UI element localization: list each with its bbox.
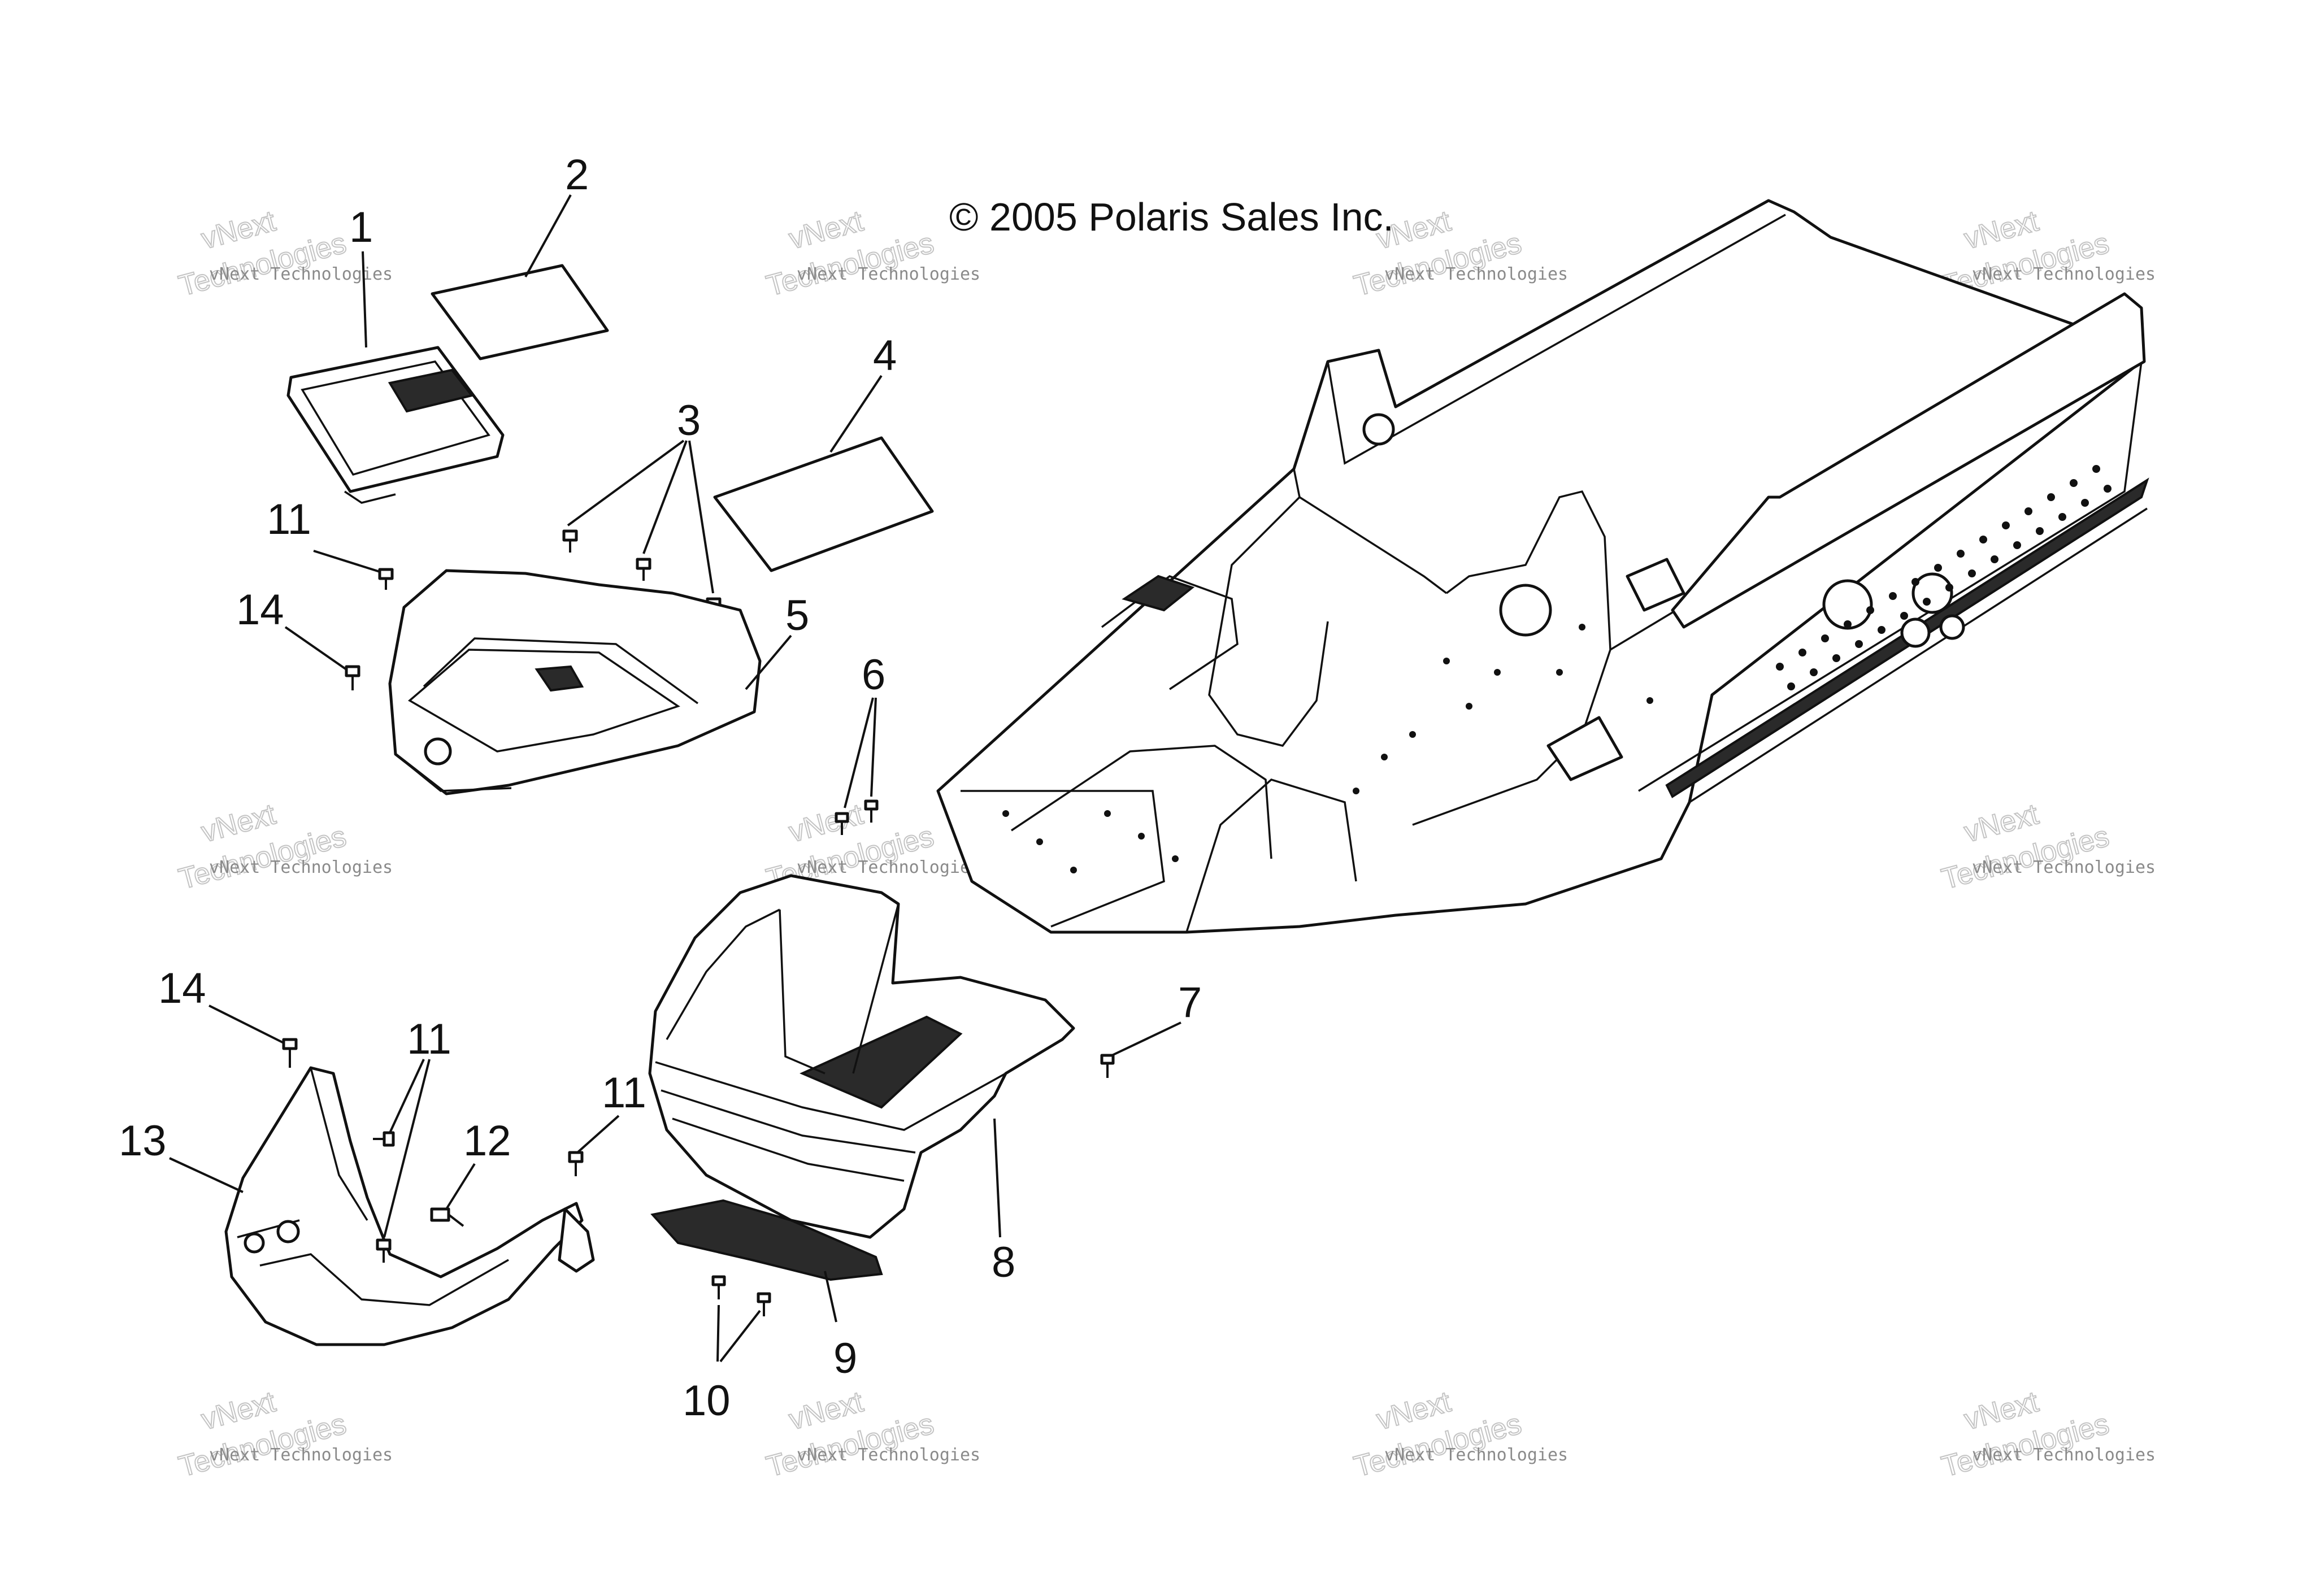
watermark: vNext Technologies (1937, 1385, 2113, 1484)
callout-labels: 1 2 3 4 5 6 7 8 9 10 11 11 11 12 13 14 1… (119, 151, 1202, 1425)
watermark-text: vNext Technologies (1384, 1445, 1568, 1465)
watermark-text: vNext Technologies (209, 264, 393, 284)
watermark: vNext Technologies (175, 797, 350, 897)
part-5-cover (388, 569, 762, 795)
callout-14-lower: 14 (158, 964, 206, 1012)
part-11-fastener-lower-a (373, 1131, 395, 1147)
watermark-text: vNext Technologies (797, 1445, 980, 1465)
callout-5: 5 (785, 592, 809, 640)
part-11-fastener-lower-b (376, 1238, 392, 1263)
callout-8: 8 (992, 1238, 1015, 1286)
part-14-fastener-lower (282, 1038, 298, 1068)
callout-7: 7 (1178, 979, 1202, 1027)
part-8-nose-pan (648, 874, 1075, 1239)
part-2-decal (431, 264, 609, 360)
part-4-decal (713, 436, 934, 572)
callout-11-upper: 11 (267, 495, 311, 543)
callout-4: 4 (873, 332, 897, 380)
watermark-text: vNext Technologies (797, 858, 980, 877)
part-10-fasteners (711, 1275, 771, 1316)
chassis-frame (936, 199, 2149, 934)
part-13-bumper (224, 1066, 595, 1346)
watermark: vNext Technologies (762, 1385, 937, 1484)
callout-13: 13 (119, 1117, 167, 1165)
callout-11-lower-left: 11 (407, 1015, 451, 1063)
watermark-text: vNext Technologies (797, 264, 980, 284)
callout-1: 1 (349, 203, 373, 251)
callout-14-upper: 14 (236, 586, 284, 634)
watermark-text: vNext Technologies (209, 858, 393, 877)
watermark-text: vNext Technologies (1972, 264, 2156, 284)
running-board-holes (1002, 465, 2112, 873)
leader-lines (169, 194, 1181, 1363)
callout-3: 3 (677, 397, 701, 445)
part-7-fastener (1100, 1054, 1115, 1078)
callout-6: 6 (862, 651, 885, 699)
part-6-fasteners (835, 799, 879, 835)
copyright-notice: © 2005 Polaris Sales Inc. (949, 195, 1394, 239)
watermark: vNext Technologies (175, 1385, 350, 1484)
part-12-fastener (430, 1207, 464, 1227)
callout-2: 2 (565, 151, 589, 199)
watermark: vNext Technologies (762, 204, 937, 303)
part-1-panel (286, 346, 505, 504)
callout-11-lower-right: 11 (602, 1069, 646, 1117)
watermark-text: vNext Technologies (209, 1445, 393, 1465)
watermark-text: vNext Technologies (1384, 264, 1568, 284)
part-14-fastener-upper (345, 665, 360, 690)
part-9-skid-plate (650, 1199, 883, 1281)
watermark: vNext Technologies (175, 204, 350, 303)
part-11-fastener-lower-c (568, 1151, 584, 1176)
part-11-fastener-upper (378, 568, 394, 590)
watermark-text: vNext Technologies (1972, 1445, 2156, 1465)
watermark-text: vNext Technologies (1972, 858, 2156, 877)
watermark: vNext Technologies (1350, 1385, 1525, 1484)
watermark: vNext Technologies (1937, 797, 2113, 897)
callout-9: 9 (833, 1334, 857, 1382)
callout-10: 10 (683, 1377, 731, 1425)
callout-12: 12 (463, 1117, 511, 1165)
